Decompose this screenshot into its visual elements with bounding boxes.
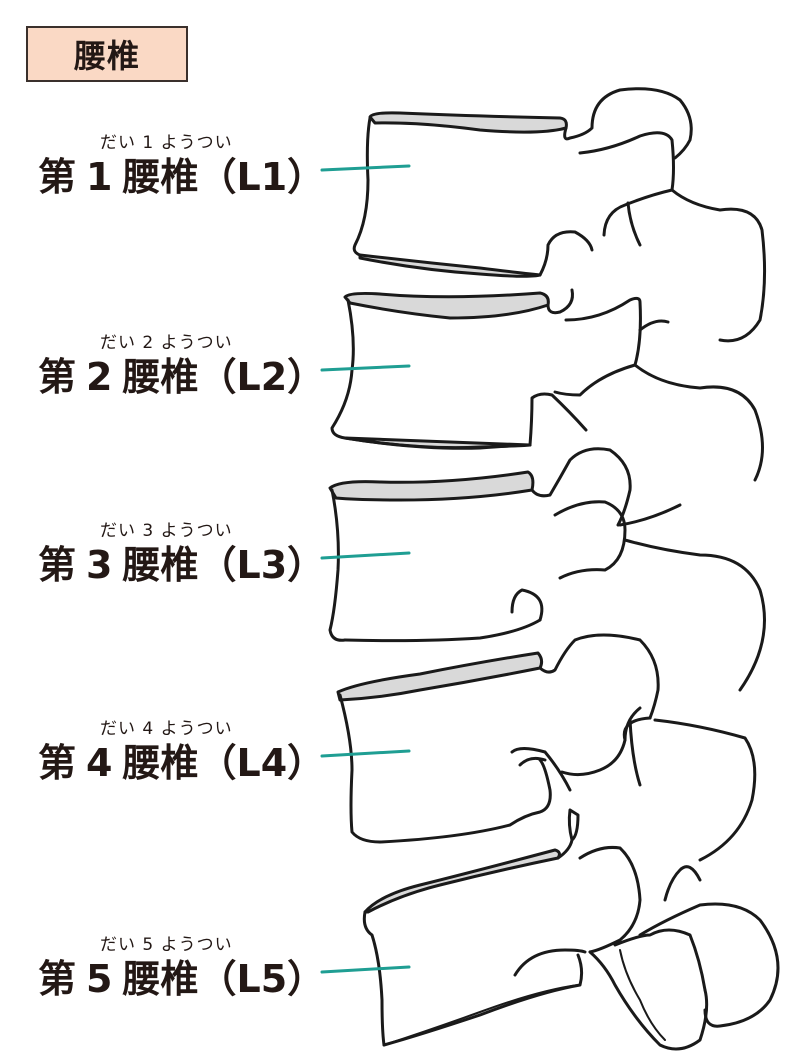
leader-lines xyxy=(320,164,411,974)
label-prefix: 第 xyxy=(38,155,77,199)
label-number: 1 xyxy=(86,155,113,199)
vertebra-l4 xyxy=(336,633,757,862)
label-name: 腰椎 xyxy=(122,355,199,399)
furigana: だい 2 ようつい xyxy=(100,333,233,353)
furigana: だい 5 ようつい xyxy=(100,935,233,955)
label-number: 3 xyxy=(86,543,113,587)
leader-line-l4 xyxy=(320,749,411,758)
label-code: （L1） xyxy=(198,155,326,199)
label-prefix: 第 xyxy=(38,741,77,785)
furigana: だい 3 ようつい xyxy=(100,521,233,541)
label-code: （L5） xyxy=(198,957,326,1001)
leader-line-l3 xyxy=(320,551,411,560)
label-prefix: 第 xyxy=(38,355,77,399)
page-title: 腰椎 xyxy=(73,37,140,75)
label-code: （L2） xyxy=(198,355,326,399)
leader-line-l5 xyxy=(320,965,411,974)
furigana: だい 4 ようつい xyxy=(100,719,233,739)
vertebra-l2 xyxy=(330,288,764,482)
vertebra-l5 xyxy=(362,838,780,1051)
label-prefix: 第 xyxy=(38,543,77,587)
leader-line-l1 xyxy=(320,164,411,172)
label-name: 腰椎 xyxy=(122,543,199,587)
vertebra-l3 xyxy=(328,447,766,692)
label-prefix: 第 xyxy=(38,957,77,1001)
label-code: （L3） xyxy=(198,543,326,587)
leader-line-l2 xyxy=(320,364,411,372)
label-number: 2 xyxy=(86,355,113,399)
vertebra-l1 xyxy=(352,87,767,343)
furigana: だい 1 ようつい xyxy=(100,133,233,153)
title-box: 腰椎 xyxy=(26,26,188,82)
label-code: （L4） xyxy=(198,741,326,785)
label-name: 腰椎 xyxy=(122,741,199,785)
label-number: 4 xyxy=(86,741,113,785)
label-name: 腰椎 xyxy=(122,957,199,1001)
label-number: 5 xyxy=(86,957,113,1001)
label-name: 腰椎 xyxy=(122,155,199,199)
